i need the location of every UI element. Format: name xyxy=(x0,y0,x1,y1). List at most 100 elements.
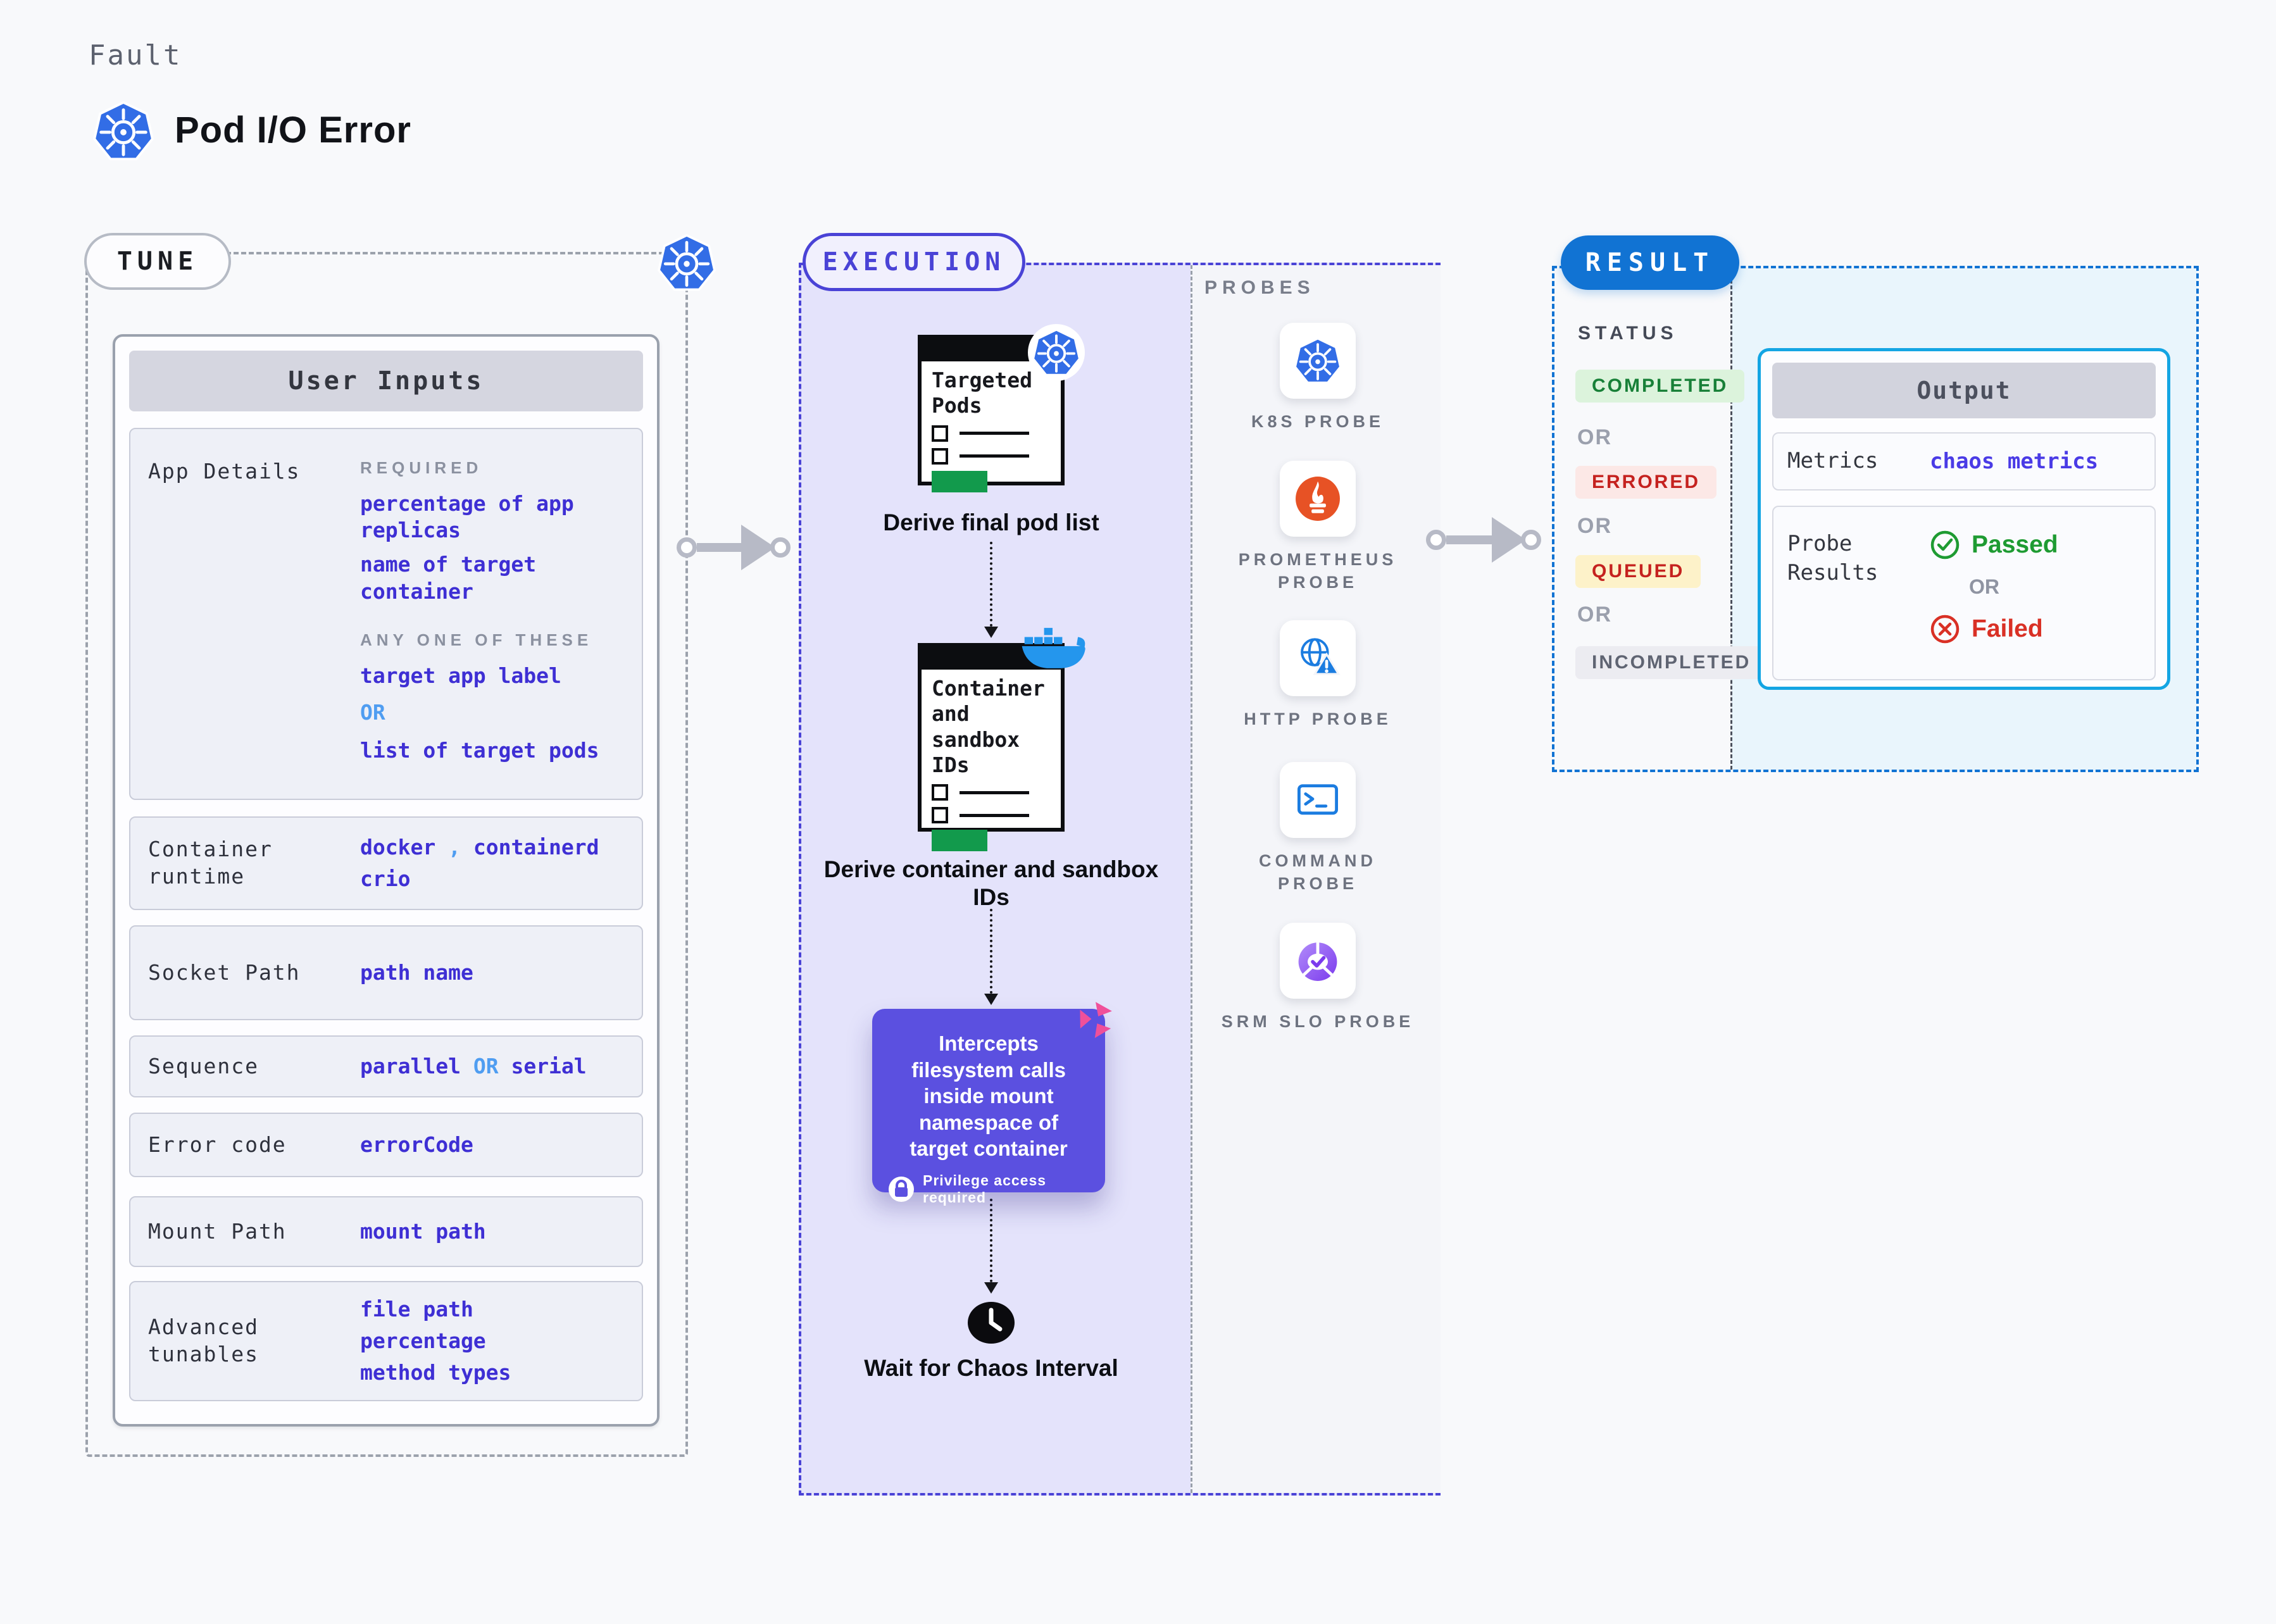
row-label: Sequence xyxy=(148,1053,259,1078)
kubernetes-icon xyxy=(657,233,716,292)
or-label: OR xyxy=(360,700,385,725)
tune-to-execution-arrow xyxy=(677,525,791,570)
step-caption: Derive final pod list xyxy=(883,509,1099,535)
probe-label: SRM SLO PROBE xyxy=(1221,1012,1415,1031)
kubernetes-icon xyxy=(1028,324,1085,381)
flow-connector xyxy=(990,542,992,627)
kubernetes-icon xyxy=(1294,337,1342,385)
error-code-value: errorCode xyxy=(360,1132,473,1157)
tunable-value: method types xyxy=(360,1360,511,1385)
row-advanced-tunables: Advanced tunables file path percentage m… xyxy=(129,1281,643,1401)
option-value: list of target pods xyxy=(360,738,599,763)
check-circle-icon xyxy=(1930,530,1960,560)
prometheus-probe-card xyxy=(1280,461,1356,537)
mount-path-value: mount path xyxy=(360,1218,486,1244)
prometheus-icon xyxy=(1294,475,1342,523)
any-one-heading: ANY ONE OF THESE xyxy=(360,630,593,649)
http-probe-card xyxy=(1280,620,1356,696)
row-socket-path: Socket Path path name xyxy=(129,925,643,1020)
progress-bar xyxy=(932,470,987,492)
status-badge-queued: QUEUED xyxy=(1575,555,1701,588)
status-badge-incompleted: INCOMPLETED xyxy=(1575,646,1768,679)
row-label: Advanced tunables xyxy=(148,1315,259,1366)
kubernetes-icon xyxy=(92,100,154,162)
required-value: percentage of app replicas xyxy=(360,491,574,543)
step-caption: Derive container and sandbox IDs xyxy=(823,856,1159,910)
terminal-icon xyxy=(1292,775,1343,825)
user-inputs-card: User Inputs App Details REQUIRED percent… xyxy=(113,334,660,1427)
separator: , xyxy=(448,834,461,859)
doc-title: Container and sandbox IDs xyxy=(932,676,1045,777)
x-circle-icon xyxy=(1930,614,1960,644)
row-app-details: App Details REQUIRED percentage of app r… xyxy=(129,428,643,800)
status-heading: STATUS xyxy=(1578,323,1678,344)
arrow-down-icon xyxy=(984,627,998,638)
row-label: Mount Path xyxy=(148,1218,287,1244)
row-label: Error code xyxy=(148,1132,287,1157)
intercept-text: Intercepts filesystem calls inside mount… xyxy=(910,1032,1068,1161)
result-divider xyxy=(1730,268,1732,770)
runtime-value: crio xyxy=(360,866,411,891)
passed-label: Passed xyxy=(1972,531,2058,558)
or-label: OR xyxy=(473,1053,499,1078)
execution-badge: EXECUTION xyxy=(803,233,1025,291)
runtime-value: containerd xyxy=(473,834,599,859)
socket-value: path name xyxy=(360,959,473,985)
sequence-value: serial xyxy=(511,1053,587,1078)
probe-results-row: Probe Results Passed OR Failed xyxy=(1772,506,2156,680)
runtime-value: docker xyxy=(360,834,436,859)
tune-badge: TUNE xyxy=(84,233,231,290)
row-error-code: Error code errorCode xyxy=(129,1113,643,1177)
row-mount-path: Mount Path mount path xyxy=(129,1196,643,1267)
or-label: OR xyxy=(1577,603,1612,627)
fault-kicker: Fault xyxy=(89,39,182,72)
result-section xyxy=(1552,266,2199,772)
flow-connector xyxy=(990,1199,992,1282)
progress-bar xyxy=(932,830,987,851)
row-label: App Details xyxy=(148,459,301,484)
metrics-value: chaos metrics xyxy=(1930,449,2099,474)
flow-connector xyxy=(990,909,992,994)
option-value: target app label xyxy=(360,663,561,688)
k8s-probe-card xyxy=(1280,323,1356,399)
slo-donut-icon xyxy=(1292,935,1343,986)
row-label: Container runtime xyxy=(148,837,273,889)
required-value: name of target container xyxy=(360,552,537,604)
http-globe-icon xyxy=(1293,634,1342,683)
doc-title: Targeted Pods xyxy=(932,368,1032,418)
srm-slo-probe-card xyxy=(1280,923,1356,999)
command-probe-card xyxy=(1280,762,1356,838)
row-container-runtime: Container runtime docker , containerd cr… xyxy=(129,816,643,910)
page-title: Pod I/O Error xyxy=(175,109,411,151)
status-badge-completed: COMPLETED xyxy=(1575,370,1745,403)
or-label: OR xyxy=(1577,425,1612,449)
clock-icon xyxy=(967,1299,1015,1347)
probe-label: PROMETHEUS PROBE xyxy=(1238,550,1397,592)
lock-icon xyxy=(889,1176,914,1202)
docker-icon xyxy=(1020,625,1086,674)
container-ids-doc: Container and sandbox IDs xyxy=(918,643,1065,851)
arrow-down-icon xyxy=(984,1282,998,1294)
probes-heading: PROBES xyxy=(1204,277,1315,298)
or-label: OR xyxy=(1969,575,1999,598)
row-sequence: Sequence parallel OR serial xyxy=(129,1035,643,1097)
required-heading: REQUIRED xyxy=(360,458,483,477)
or-label: OR xyxy=(1577,514,1612,538)
probe-label: HTTP PROBE xyxy=(1244,709,1392,728)
arrow-down-icon xyxy=(984,994,998,1005)
output-title: Output xyxy=(1772,363,2156,418)
metrics-label: Metrics xyxy=(1787,448,1879,474)
row-label: Socket Path xyxy=(148,959,301,985)
metrics-row: Metrics chaos metrics xyxy=(1772,432,2156,490)
tunable-value: file path xyxy=(360,1296,473,1321)
sequence-value: parallel xyxy=(360,1053,461,1078)
execution-section xyxy=(799,263,1441,1496)
output-card: Output Metrics chaos metrics Probe Resul… xyxy=(1758,348,2170,690)
failed-label: Failed xyxy=(1972,615,2043,642)
user-inputs-title: User Inputs xyxy=(129,351,643,411)
privilege-badge: Privilege access required xyxy=(923,1171,1047,1206)
intercept-callout: Intercepts filesystem calls inside mount… xyxy=(872,1009,1105,1206)
status-badge-errored: ERRORED xyxy=(1575,466,1717,499)
tune-section xyxy=(85,252,688,1457)
